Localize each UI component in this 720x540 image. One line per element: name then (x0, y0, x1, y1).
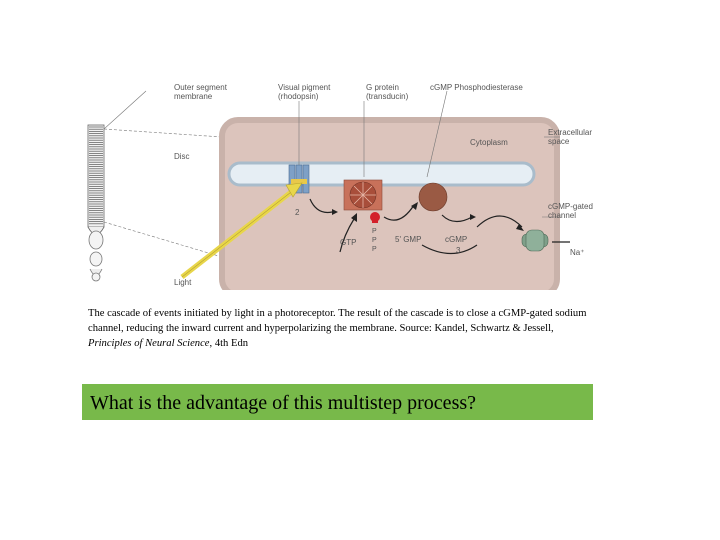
label-cgmp: cGMP (445, 235, 467, 244)
rod-cell-illustration (87, 90, 223, 282)
label-step-3: 3 (456, 246, 461, 255)
label-5gmp: 5' GMP (395, 235, 421, 244)
label-visual-pigment-1: Visual pigment (278, 83, 331, 92)
figure-drawing: Outer segment membrane Visual pigment (r… (87, 83, 593, 298)
label-cytoplasm: Cytoplasm (470, 138, 508, 147)
label-p-1: P (372, 228, 377, 235)
label-outer-segment-2: membrane (174, 92, 213, 101)
label-pde: cGMP Phosphodiesterase (430, 83, 523, 92)
label-visual-pigment-2: (rhodopsin) (278, 92, 319, 101)
caption-edition: , 4th Edn (209, 338, 249, 349)
caption-book-title: Principles of Neural Science (88, 338, 210, 349)
label-outer-segment-1: Outer segment (174, 83, 228, 92)
caption-text: The cascade of events initiated by light… (88, 308, 587, 334)
label-gtp: GTP (340, 238, 356, 247)
label-extracellular-1: Extracellular (548, 128, 592, 137)
cgmp-gated-channel (521, 229, 549, 252)
label-disc: Disc (174, 152, 190, 161)
label-p-3: P (372, 246, 377, 253)
label-g-protein-2: (transducin) (366, 92, 409, 101)
label-channel-1: cGMP-gated (548, 202, 593, 211)
figure-caption: The cascade of events initiated by light… (88, 306, 598, 351)
label-p-2: P (372, 237, 377, 244)
cgmp-molecule (418, 182, 448, 212)
question-box: What is the advantage of this multistep … (82, 384, 593, 420)
label-g-protein-1: G protein (366, 83, 399, 92)
label-light: Light (174, 278, 192, 287)
phototransduction-figure: Outer segment membrane Visual pigment (r… (82, 77, 602, 298)
label-step-2: 2 (295, 208, 300, 217)
label-na: Na⁺ (570, 248, 584, 257)
label-extracellular-2: space (548, 137, 570, 146)
label-channel-2: channel (548, 211, 576, 220)
